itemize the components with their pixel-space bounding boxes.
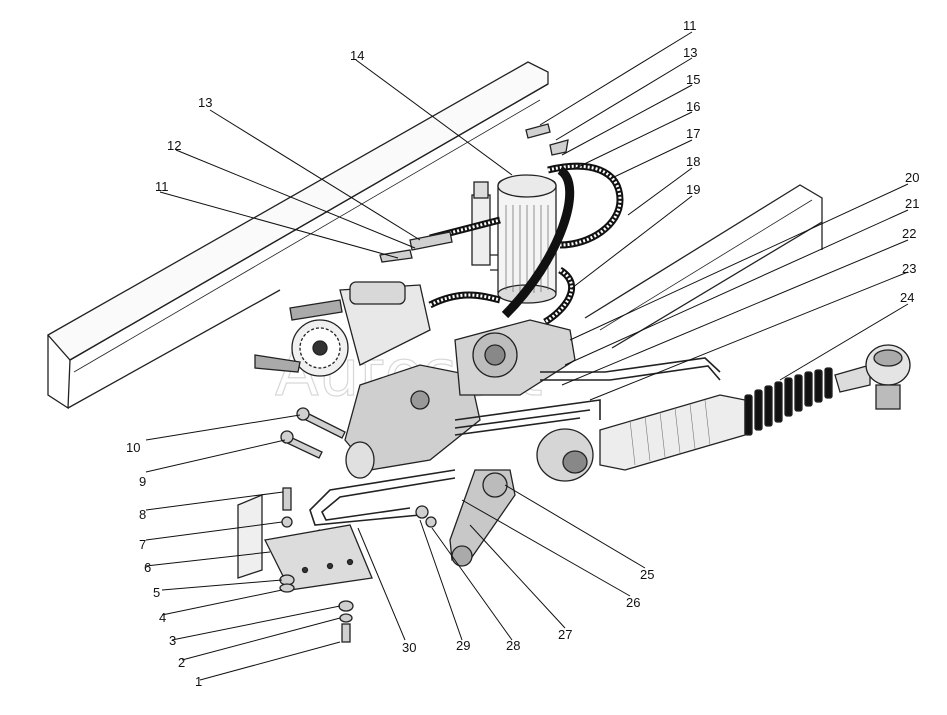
callout-22: 22 (902, 226, 916, 241)
callout-labels: 11 13 15 16 17 18 19 20 21 22 23 24 14 1… (126, 18, 919, 689)
callout-20: 20 (905, 170, 919, 185)
callout-11-top: 11 (683, 18, 697, 33)
oil-reservoir (471, 174, 557, 304)
callout-5: 5 (153, 585, 160, 600)
callout-24: 24 (900, 290, 914, 305)
power-cylinder (536, 344, 911, 482)
steering-gear-housing (344, 319, 576, 479)
callout-8: 8 (139, 507, 146, 522)
callout-26: 26 (626, 595, 640, 610)
pitman-arm (449, 469, 516, 567)
callout-1: 1 (195, 674, 202, 689)
callout-17: 17 (686, 126, 700, 141)
callout-10: 10 (126, 440, 140, 455)
leader-lines (145, 31, 909, 681)
power-steering-pump (254, 281, 431, 377)
callout-11-left: 11 (155, 179, 169, 194)
callout-30: 30 (402, 640, 416, 655)
callout-19: 19 (686, 182, 700, 197)
fasteners (279, 123, 569, 643)
callout-25: 25 (640, 567, 654, 582)
callout-7: 7 (139, 537, 146, 552)
callout-29: 29 (456, 638, 470, 653)
callout-13-top: 13 (683, 45, 697, 60)
callout-12: 12 (167, 138, 181, 153)
callout-4: 4 (159, 610, 166, 625)
steel-lines (294, 357, 721, 556)
frame-rail-right (584, 184, 823, 349)
callout-23: 23 (902, 261, 916, 276)
callout-13-left: 13 (198, 95, 212, 110)
callout-9: 9 (139, 474, 146, 489)
callout-18: 18 (686, 154, 700, 169)
callout-28: 28 (506, 638, 520, 653)
callout-14: 14 (350, 48, 364, 63)
callout-3: 3 (169, 633, 176, 648)
frame-rail-left (46, 61, 549, 410)
hoses (428, 162, 624, 326)
mounting-bracket (237, 494, 373, 591)
callout-16: 16 (686, 99, 700, 114)
callout-27: 27 (558, 627, 572, 642)
callout-2: 2 (178, 655, 185, 670)
callout-15: 15 (686, 72, 700, 87)
callout-6: 6 (144, 560, 151, 575)
callout-21: 21 (905, 196, 919, 211)
